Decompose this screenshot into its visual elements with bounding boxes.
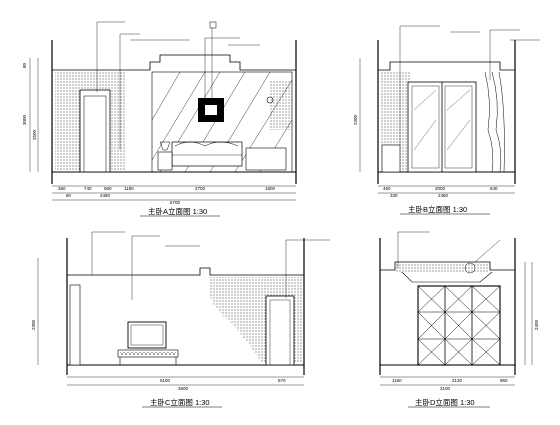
bed-a [171,141,243,167]
dim-b-3: 640 [490,186,498,191]
tv-cabinet-c [117,349,179,365]
dim-left-3: 3000 [22,114,27,125]
elevation-d: 2400 1160 2130 960 3100 主卧D立面图 1:30 [379,231,539,408]
dim-left-1: 80 [22,62,27,68]
dim-d-right: 2400 [534,319,539,330]
title-c: 主卧C立面图 1:30 [150,397,210,407]
dim-a-1: 360 [58,186,66,191]
dim-d-3: 960 [500,378,508,383]
dim-d-2: 2130 [452,378,463,383]
dim-a-4: 1180 [124,186,134,191]
dim-a-6: 1800 [265,186,276,191]
glass-door-b [407,81,477,173]
elevation-a: 80 2500 3000 360 740 560 1180 2700 1800 … [22,21,297,217]
dim-b-4: 330 [390,193,398,198]
title-a: 主卧A立面图 1:30 [148,206,207,216]
dim-c-left: 2300 [31,319,36,330]
dim-a-8: 2480 [100,193,111,198]
stipple-wall-right [270,80,292,130]
dim-a-2: 740 [84,186,92,191]
curtain-b [484,71,505,173]
dim-d-4: 3100 [440,386,451,391]
dim-a-5: 2700 [195,186,206,191]
dim-b-1: 460 [383,186,391,191]
dim-b-left: 2300 [353,114,358,125]
dim-b-2: 2000 [435,186,446,191]
dim-a-9: 5700 [170,200,181,205]
wardrobe-d [417,285,501,366]
dim-left-2: 2500 [32,129,37,140]
title-d: 主卧D立面图 1:30 [415,397,475,407]
door-c [265,295,295,366]
dim-c-1: 5100 [160,378,171,383]
dim-c-3: 3600 [178,386,189,391]
dim-b-5: 2460 [438,193,449,198]
dim-a-3: 560 [104,186,112,191]
dim-c-2: 870 [278,378,286,383]
dim-d-1: 1160 [392,378,402,383]
tv-c [127,321,167,349]
door-a [79,89,111,173]
elevation-b: 2300 460 2000 640 330 2460 主卧B立面图 1:30 [353,25,540,215]
elevation-c: 2300 5100 870 3600 主卧C立面图 1:30 [31,231,330,408]
dim-a-7: 80 [66,193,72,198]
title-b: 主卧B立面图 1:30 [408,204,467,214]
